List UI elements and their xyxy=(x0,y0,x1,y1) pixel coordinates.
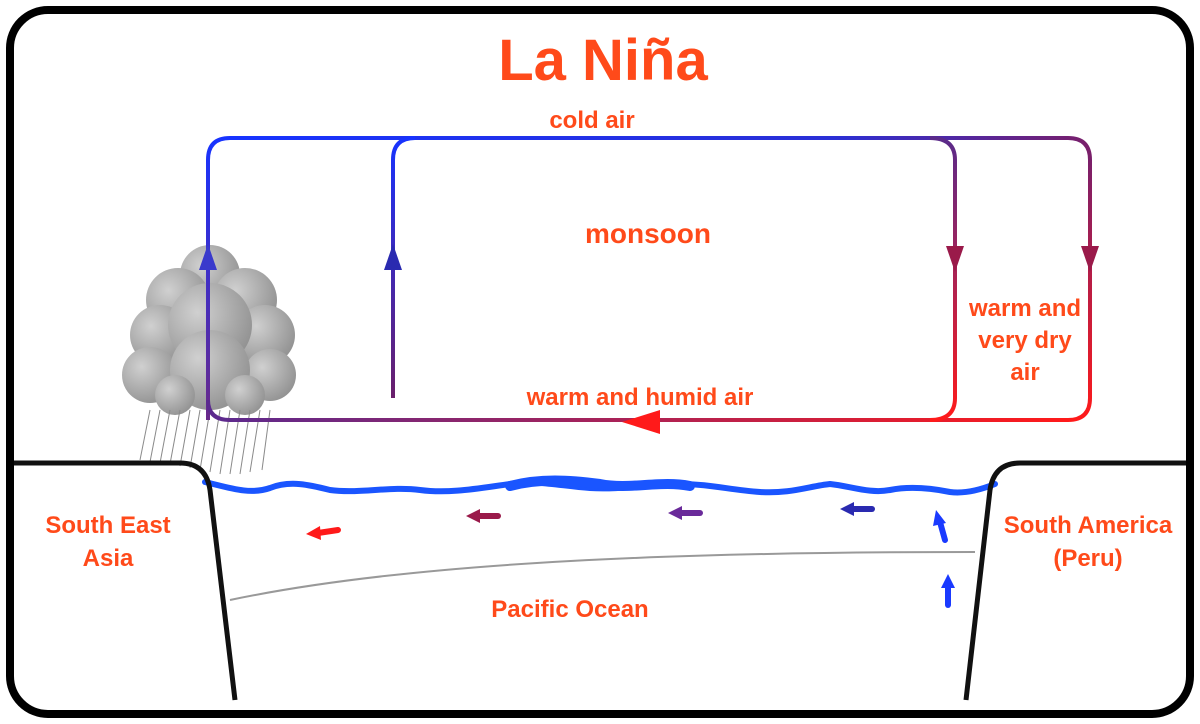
thermocline-line xyxy=(229,551,976,601)
south-america-landmass xyxy=(963,460,1186,701)
monsoon-label: monsoon xyxy=(585,218,711,249)
up-arrow-icon xyxy=(384,244,402,270)
south-america-label-line2: (Peru) xyxy=(1053,545,1122,572)
left-arrow-icon xyxy=(622,410,660,434)
ocean-surface-swell xyxy=(505,475,695,491)
left-arrow-icon xyxy=(306,526,341,540)
cold-air-label: cold air xyxy=(549,107,634,134)
south-east-asia-label-line2: Asia xyxy=(83,545,134,572)
warm-dry-air-label-line3: air xyxy=(1010,359,1039,386)
inner-circulation-loop xyxy=(391,136,957,422)
warm-dry-air-label-line2: very dry xyxy=(978,327,1072,354)
down-arrow-icon xyxy=(1081,246,1099,272)
warm-dry-air-label-line1: warm and xyxy=(968,295,1081,322)
pacific-ocean-label: Pacific Ocean xyxy=(491,596,648,623)
outer-frame xyxy=(6,6,1194,718)
south-east-asia-label-line1: South East xyxy=(45,512,170,539)
up-arrow-icon xyxy=(199,244,217,270)
left-arrow-icon xyxy=(840,502,875,516)
south-america-label-line1: South America xyxy=(1004,512,1173,539)
left-arrow-icon xyxy=(668,506,703,520)
ocean-current-arrows xyxy=(306,502,955,608)
south-east-asia-landmass xyxy=(14,460,238,701)
left-arrow-icon xyxy=(466,509,501,523)
outer-circulation-loop xyxy=(206,136,1092,422)
down-arrow-icon xyxy=(946,246,964,272)
diagram-title: La Niña xyxy=(498,28,708,93)
warm-humid-air-label: warm and humid air xyxy=(526,384,754,411)
up-arrow-icon xyxy=(933,510,948,543)
up-arrow-icon xyxy=(941,574,955,608)
